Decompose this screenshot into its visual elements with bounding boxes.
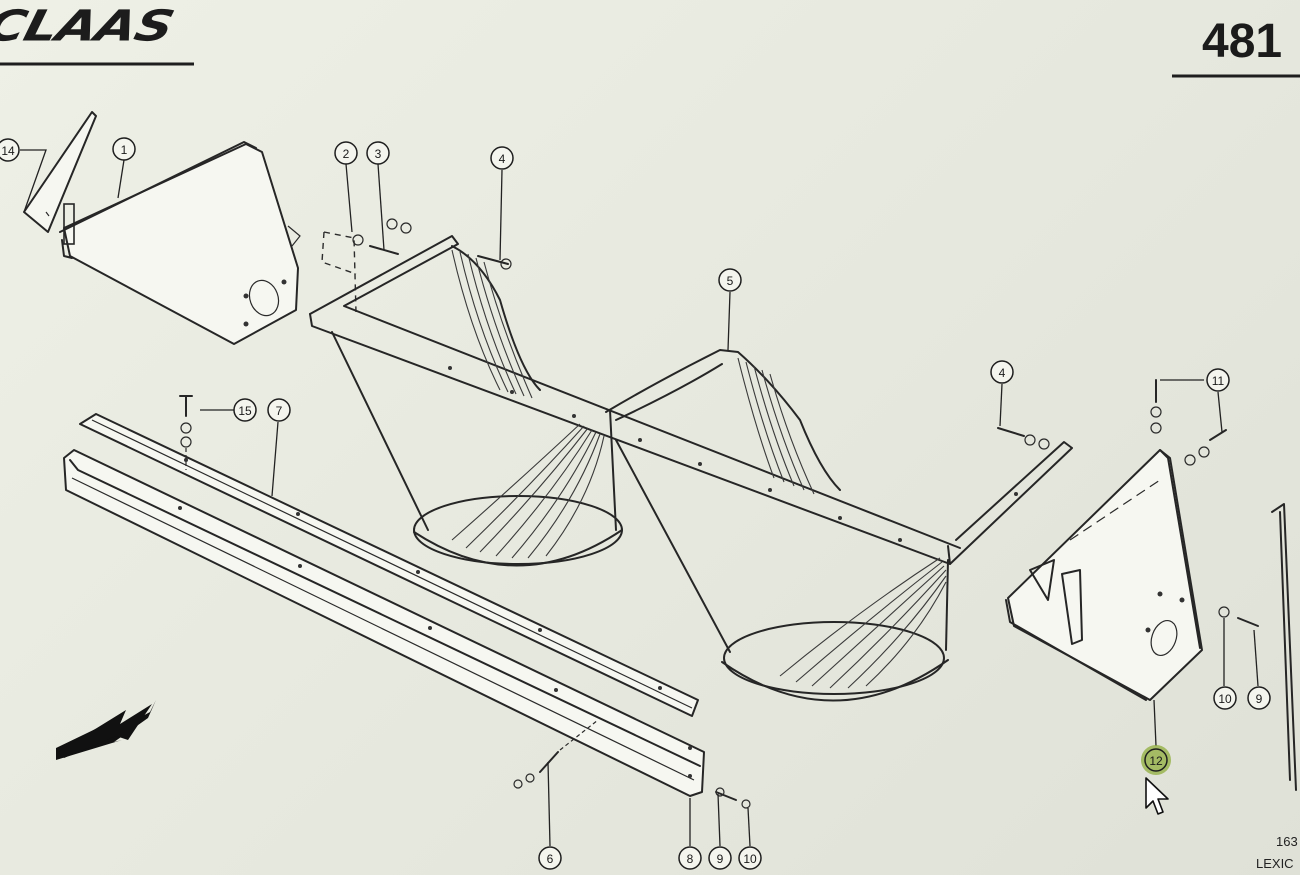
svg-text:9: 9	[1256, 692, 1263, 706]
svg-text:12: 12	[1149, 754, 1163, 768]
drawing-code: 163	[1276, 834, 1298, 849]
partial-part-right-edge-inner	[1279, 511, 1291, 781]
model-name: LEXIC	[1256, 856, 1294, 871]
part-8-lower-channel	[63, 449, 705, 797]
hardware-9-10-right	[1218, 606, 1259, 627]
hardware-4-right	[997, 427, 1050, 450]
hardware-2-3	[352, 218, 512, 270]
callout-1: 1	[112, 137, 136, 161]
svg-text:15: 15	[238, 404, 252, 418]
callout-12: 12	[1141, 745, 1171, 775]
callout-10-right: 10	[1213, 686, 1237, 710]
callout-9-bottom: 9	[708, 846, 732, 870]
svg-text:14: 14	[1, 144, 15, 158]
part-14-plate	[23, 111, 97, 233]
svg-text:9: 9	[717, 852, 724, 866]
svg-text:11: 11	[1212, 374, 1225, 388]
hardware-15	[179, 395, 193, 470]
callout-4: 4	[490, 146, 514, 170]
callout-2: 2	[334, 141, 358, 165]
svg-text:4: 4	[499, 152, 506, 166]
hardware-6	[513, 719, 599, 789]
direction-arrow-body	[58, 704, 152, 758]
svg-text:2: 2	[343, 147, 350, 161]
mouse-pointer-icon	[1145, 777, 1169, 815]
svg-text:10: 10	[1218, 692, 1232, 706]
callout-4-right: 4	[990, 360, 1014, 384]
hardware-9-10-bottom	[715, 787, 751, 809]
callout-9-right: 9	[1247, 686, 1271, 710]
callout-14: 14	[0, 138, 20, 162]
callout-7: 7	[267, 398, 291, 422]
part-12-right-end-plate	[1005, 449, 1203, 701]
callout-11: 11	[1206, 368, 1230, 392]
page-number: 481	[1202, 15, 1283, 68]
svg-text:1: 1	[121, 143, 128, 157]
callout-8: 8	[678, 846, 702, 870]
part-5-trough	[309, 235, 1073, 702]
svg-text:6: 6	[547, 852, 554, 866]
svg-text:7: 7	[276, 404, 283, 418]
leader-lines	[20, 149, 1259, 847]
svg-text:8: 8	[687, 852, 694, 866]
part-1-left-end-plate	[59, 141, 301, 345]
callout-10-bottom: 10	[738, 846, 762, 870]
callout-3: 3	[366, 141, 390, 165]
svg-text:5: 5	[727, 274, 734, 288]
partial-part-right-edge	[1271, 503, 1297, 791]
mounting-bracket-outline	[321, 231, 357, 313]
hardware-11	[1150, 379, 1227, 466]
part-7-upper-rail	[79, 413, 699, 717]
callout-15: 15	[233, 398, 257, 422]
callout-6: 6	[538, 846, 562, 870]
svg-text:3: 3	[375, 147, 382, 161]
svg-text:10: 10	[743, 852, 757, 866]
svg-text:4: 4	[999, 366, 1006, 380]
callout-5: 5	[718, 268, 742, 292]
